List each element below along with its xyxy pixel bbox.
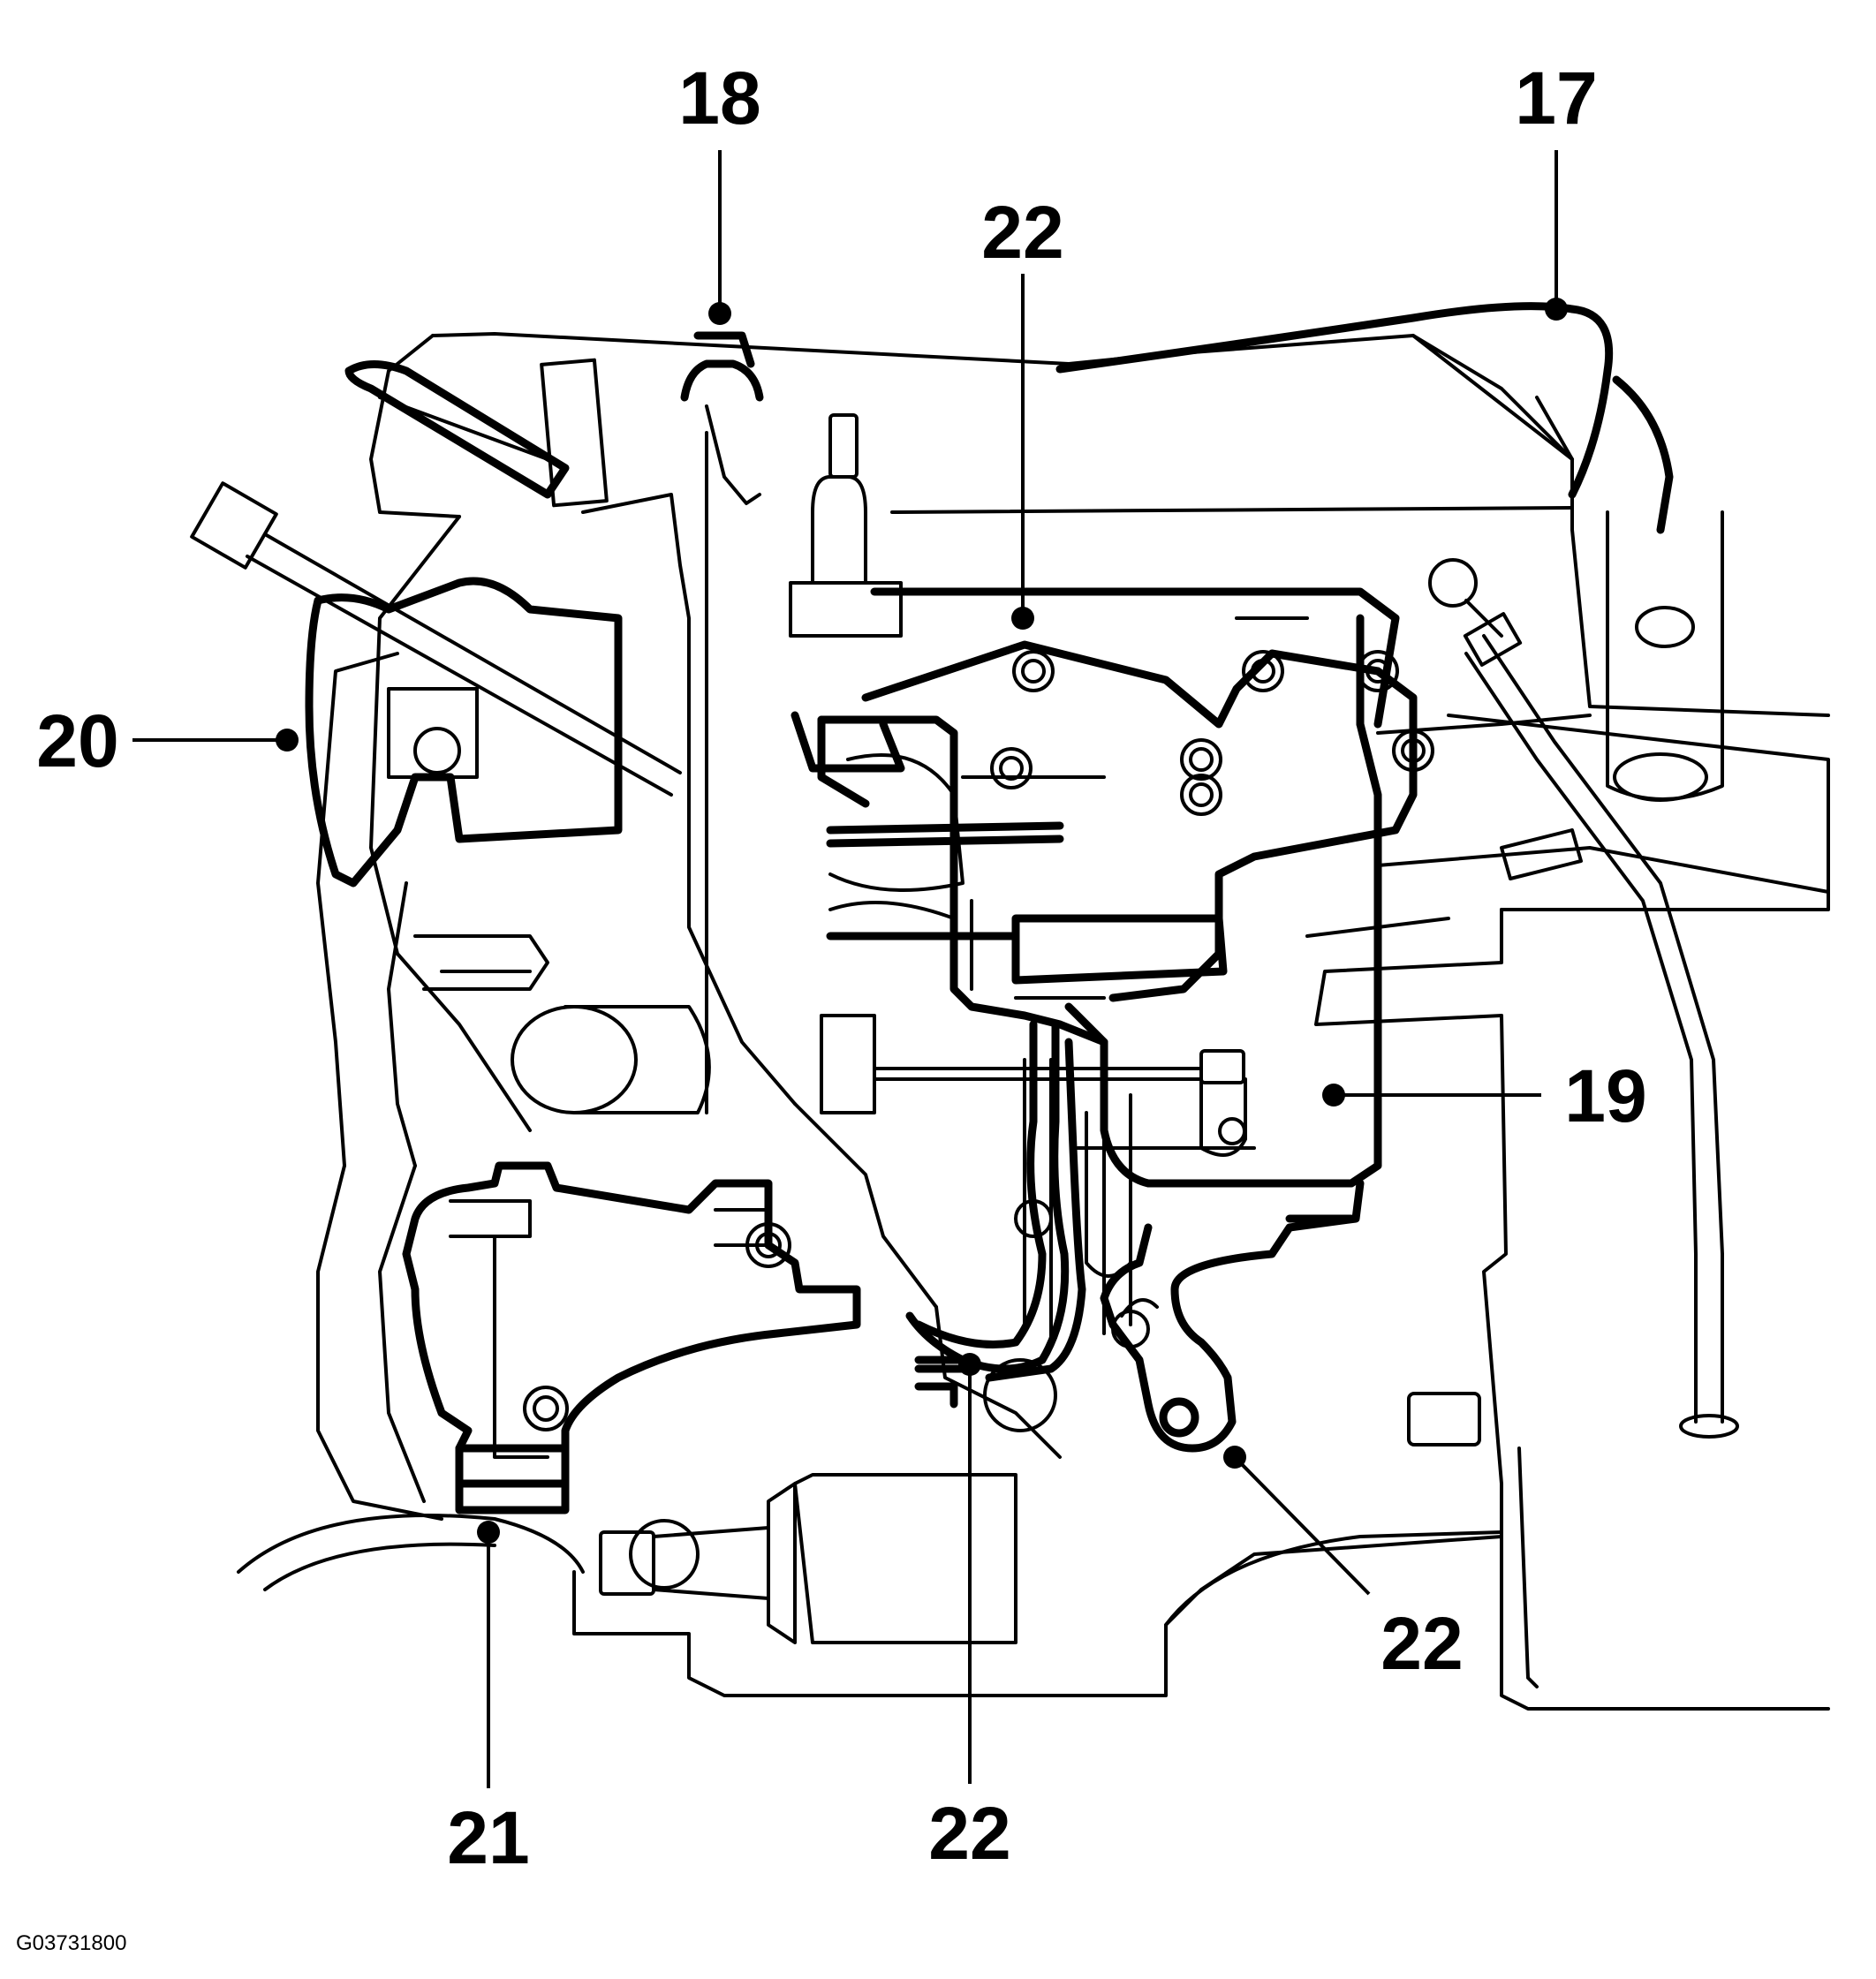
- hose-18: [680, 359, 764, 402]
- leader-lines: [132, 150, 1568, 1788]
- bracket-22-lower-right: [1100, 1179, 1365, 1453]
- bracket-19: [1064, 720, 1382, 1188]
- actuator-box: [1011, 914, 1228, 985]
- callout-22-top: 22: [981, 191, 1063, 274]
- callout-18: 18: [678, 57, 760, 140]
- bracket-21: [402, 1161, 861, 1488]
- callout-19: 19: [1564, 1054, 1646, 1137]
- callout-21: 21: [447, 1796, 529, 1879]
- callout-22-bottom: 22: [928, 1792, 1010, 1875]
- callout-22-right: 22: [1381, 1602, 1463, 1685]
- bracket-20: [305, 577, 623, 888]
- hose-17: [1055, 302, 1614, 499]
- manifold-22: [861, 640, 1418, 1002]
- callout-20: 20: [36, 699, 118, 782]
- bolts: [523, 650, 1434, 1431]
- figure-id: G03731800: [16, 1931, 126, 1955]
- callout-labels: 17 18 19 20 21 22 22 22: [36, 57, 1646, 1879]
- callout-17: 17: [1515, 57, 1597, 140]
- hose-routing: [190, 302, 1674, 1514]
- engine-outline: [237, 332, 1830, 1711]
